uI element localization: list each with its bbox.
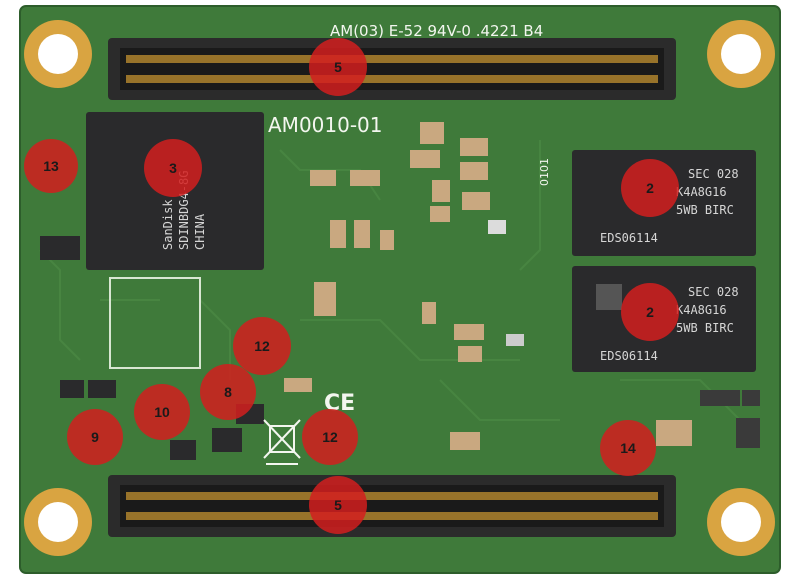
svg-text:3: 3 xyxy=(169,160,177,176)
emmc-line-3: CHINA xyxy=(193,213,207,250)
ram-top-line-1: SEC 028 xyxy=(688,167,739,181)
svg-text:5: 5 xyxy=(334,59,342,75)
svg-text:8: 8 xyxy=(224,384,232,400)
weee-bin-icon xyxy=(263,419,301,465)
marker-ram-bottom: 2 xyxy=(621,283,679,341)
marker-emmc: 3 xyxy=(144,139,202,197)
svg-text:12: 12 xyxy=(254,338,270,354)
bottom-connector xyxy=(108,475,676,537)
silkscreen-outline xyxy=(109,277,201,369)
marker-connector-top: 5 xyxy=(309,38,367,96)
svg-text:12: 12 xyxy=(322,429,338,445)
callout-markers: 5 3 2 2 13 12 8 10 xyxy=(24,38,679,534)
marker-reg-a: 10 xyxy=(134,384,190,440)
marker-pmic-b: 8 xyxy=(200,364,256,420)
ram-bottom-line-2: K4A8G16 xyxy=(676,303,727,317)
ram-top-line-4: EDS06114 xyxy=(600,231,658,245)
ram-bottom-line-3: 5WB BIRC xyxy=(676,321,734,335)
ram-top-line-3: 5WB BIRC xyxy=(676,203,734,217)
ram-bottom-line-1: SEC 028 xyxy=(688,285,739,299)
top-connector xyxy=(108,38,676,100)
marker-led-left: 13 xyxy=(24,139,78,193)
svg-text:2: 2 xyxy=(646,180,654,196)
model-marking: AM0010-01 xyxy=(268,113,383,137)
marker-pmic-a: 12 xyxy=(233,317,291,375)
passive-components xyxy=(40,122,760,460)
marker-osc: 14 xyxy=(600,420,656,476)
ram-bottom-line-4: EDS06114 xyxy=(600,349,658,363)
side-marking: 0101 xyxy=(538,158,551,186)
marker-pmic-c: 12 xyxy=(302,409,358,465)
marker-ram-top: 2 xyxy=(621,159,679,217)
svg-text:9: 9 xyxy=(91,429,99,445)
svg-text:14: 14 xyxy=(620,440,636,456)
svg-text:13: 13 xyxy=(43,158,59,174)
marker-connector-bottom: 5 xyxy=(309,476,367,534)
svg-text:5: 5 xyxy=(334,497,342,513)
marker-reg-b: 9 xyxy=(67,409,123,465)
emmc-line-1: SanDisk xyxy=(161,199,175,250)
svg-text:10: 10 xyxy=(154,404,170,420)
mounting-holes xyxy=(24,20,775,556)
svg-text:2: 2 xyxy=(646,304,654,320)
ram-top-line-2: K4A8G16 xyxy=(676,185,727,199)
header-marking: AM(03) E-52 94V-0 .4221 B4 xyxy=(330,22,543,40)
